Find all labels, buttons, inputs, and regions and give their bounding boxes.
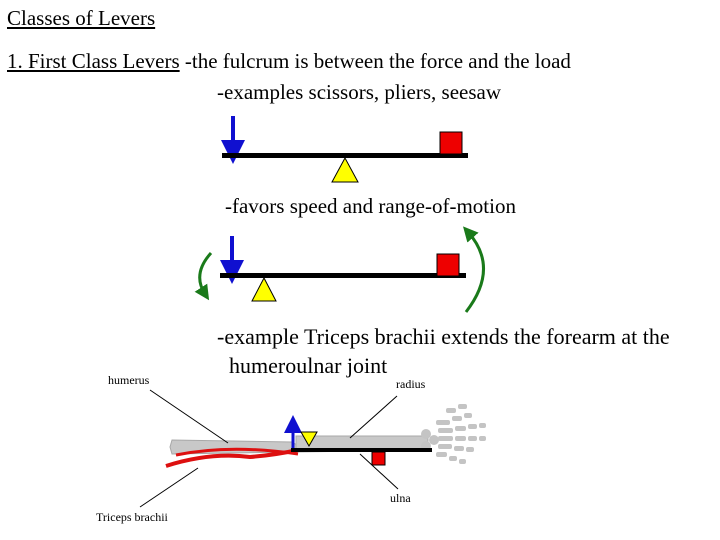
fulcrum-triangle: [331, 156, 359, 183]
lever-bar: [291, 448, 432, 452]
radius-pointer: [349, 395, 398, 439]
triceps-pointer: [139, 467, 199, 508]
fulcrum-triangle: [251, 276, 277, 302]
radius-label: radius: [396, 377, 426, 391]
examples-text: -examples scissors, pliers, seesaw: [217, 80, 502, 104]
first-class-label: 1. First Class Levers: [7, 49, 180, 73]
triceps-example-line1: -example Triceps brachii extends the for…: [217, 324, 670, 349]
load-box: [436, 253, 460, 277]
lever-bar: [222, 153, 468, 158]
first-class-heading: 1. First Class Levers -the fulcrum is be…: [7, 51, 571, 72]
ulna-pointer: [359, 453, 399, 490]
humerus-label: humerus: [108, 373, 150, 387]
page-title: Classes of Levers: [7, 6, 156, 30]
ulna-label: ulna: [390, 491, 411, 505]
load-box: [371, 451, 386, 466]
arm-illustration: [139, 389, 486, 508]
rotation-arrow-right: [463, 226, 485, 313]
triceps-example-line2: humeroulnar joint: [229, 353, 388, 378]
first-class-definition: -the fulcrum is between the force and th…: [179, 49, 571, 73]
lever-1: [221, 116, 468, 183]
humerus-pointer: [149, 389, 229, 444]
hand-bones: [421, 404, 486, 464]
rotation-arrow-left: [194, 251, 213, 301]
lever-2: [194, 226, 485, 313]
load-box: [439, 131, 463, 155]
favors-text: -favors speed and range-of-motion: [225, 194, 516, 218]
triceps-label: Triceps brachii: [96, 510, 168, 524]
triceps-muscle-2: [175, 447, 299, 457]
lever-bar: [220, 273, 466, 278]
fulcrum-triangle: [300, 431, 318, 448]
